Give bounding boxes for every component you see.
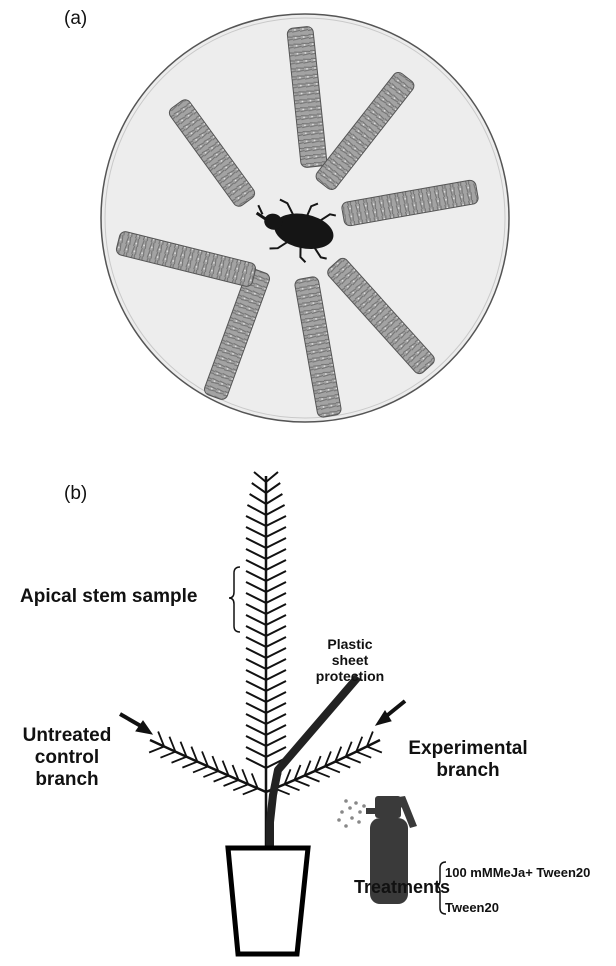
treatments-label: Treatments bbox=[354, 877, 450, 898]
apical-stem-sample-label: Apical stem sample bbox=[20, 586, 197, 608]
plastic-sheet-protection-label: Plastic sheet protection bbox=[300, 636, 400, 684]
untreated-label-line-2: control bbox=[6, 747, 128, 769]
plastic-label-line-1: Plastic bbox=[300, 636, 400, 652]
experimental-branch-label: Experimental branch bbox=[404, 738, 532, 782]
untreated-label-line-1: Untreated bbox=[6, 725, 128, 747]
apical-stem-brace bbox=[229, 567, 240, 632]
untreated-control-branch-label: Untreated control branch bbox=[6, 725, 128, 791]
pot bbox=[228, 848, 308, 954]
spray-mist bbox=[337, 799, 366, 828]
experimental-label-line-2: branch bbox=[404, 760, 532, 782]
arrows bbox=[120, 701, 405, 734]
plastic-sheet-protection bbox=[270, 677, 358, 850]
treatment-option-meja: 100 mMMeJa+ Tween20 bbox=[445, 866, 590, 881]
experimental-label-line-1: Experimental bbox=[404, 738, 532, 760]
plastic-label-line-2: sheet bbox=[300, 652, 400, 668]
plastic-label-line-3: protection bbox=[300, 668, 400, 684]
untreated-label-line-3: branch bbox=[6, 769, 128, 791]
treatment-option-tween: Tween20 bbox=[445, 901, 499, 916]
